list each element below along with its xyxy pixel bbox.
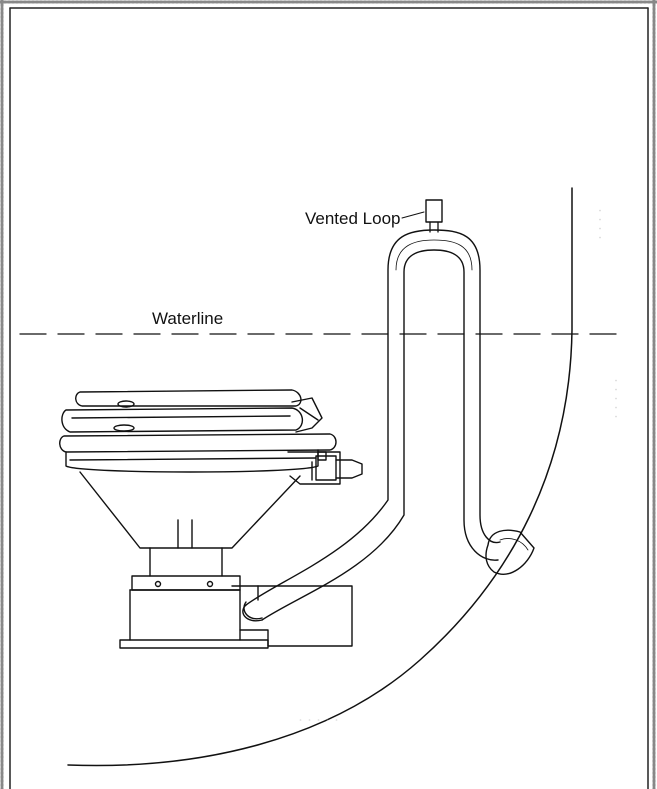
hull-outline — [67, 187, 573, 767]
vented-loop-leader — [401, 211, 425, 219]
vented-loop-label: Vented Loop — [305, 209, 400, 228]
marine-toilet — [59, 389, 363, 649]
thru-hull-fitting — [485, 529, 535, 575]
dotted-guides — [299, 209, 617, 721]
waterline-label: Waterline — [152, 309, 223, 328]
discharge-hose — [242, 229, 501, 622]
vent-valve — [425, 199, 443, 233]
